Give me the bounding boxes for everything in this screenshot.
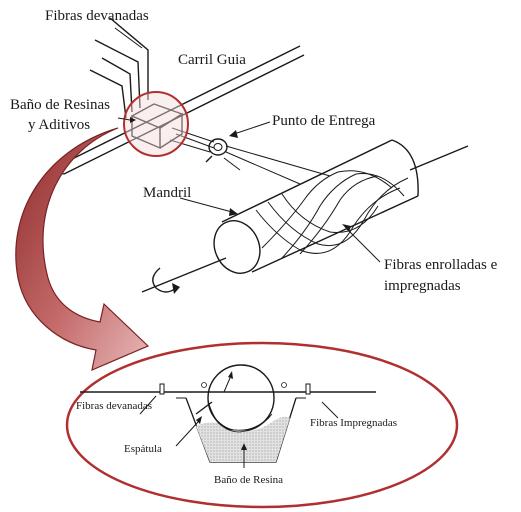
- detail-pointer-arrow: [15, 127, 150, 372]
- label-fibras-devanadas-top: Fibras devanadas: [45, 8, 149, 24]
- mandrel-axle: [141, 145, 469, 293]
- wound-fibers: [255, 170, 409, 259]
- delivery-point-eye: [205, 138, 228, 163]
- label-fibras-enrolladas-line2: impregnadas: [384, 278, 461, 294]
- detail-label-bano-resina: Baño de Resina: [214, 474, 283, 486]
- mandrel-cylinder: [213, 139, 419, 274]
- highlight-circle: [123, 91, 189, 157]
- detail-label-espatula: Espátula: [124, 443, 162, 455]
- label-mandril: Mandril: [143, 185, 191, 201]
- detail-fiber-line: [80, 382, 376, 395]
- detail-resin-trough: [176, 397, 306, 463]
- bath-to-delivery-fibers: [169, 127, 215, 153]
- label-bano-resinas-line2: y Aditivos: [28, 117, 90, 133]
- detail-label-fibras-impregnadas: Fibras Impregnadas: [310, 417, 397, 429]
- leader-lines: [114, 27, 381, 263]
- label-carril-guia: Carril Guia: [178, 52, 246, 68]
- resin-bath-box: [130, 103, 184, 150]
- detail-leaders: [139, 395, 339, 468]
- delivery-to-mandrel-fibers: [223, 145, 331, 185]
- detail-spatula: [175, 401, 213, 447]
- label-bano-resinas-line1: Baño de Resinas: [10, 97, 110, 113]
- label-punto-entrega: Punto de Entrega: [272, 113, 376, 129]
- detail-label-fibras-devanadas: Fibras devanadas: [76, 400, 152, 412]
- rotation-arrow-icon: [152, 267, 180, 294]
- detail-drum: [207, 364, 275, 433]
- incoming-fibers: [89, 17, 149, 119]
- label-fibras-enrolladas-line1: Fibras enrolladas e: [384, 257, 498, 273]
